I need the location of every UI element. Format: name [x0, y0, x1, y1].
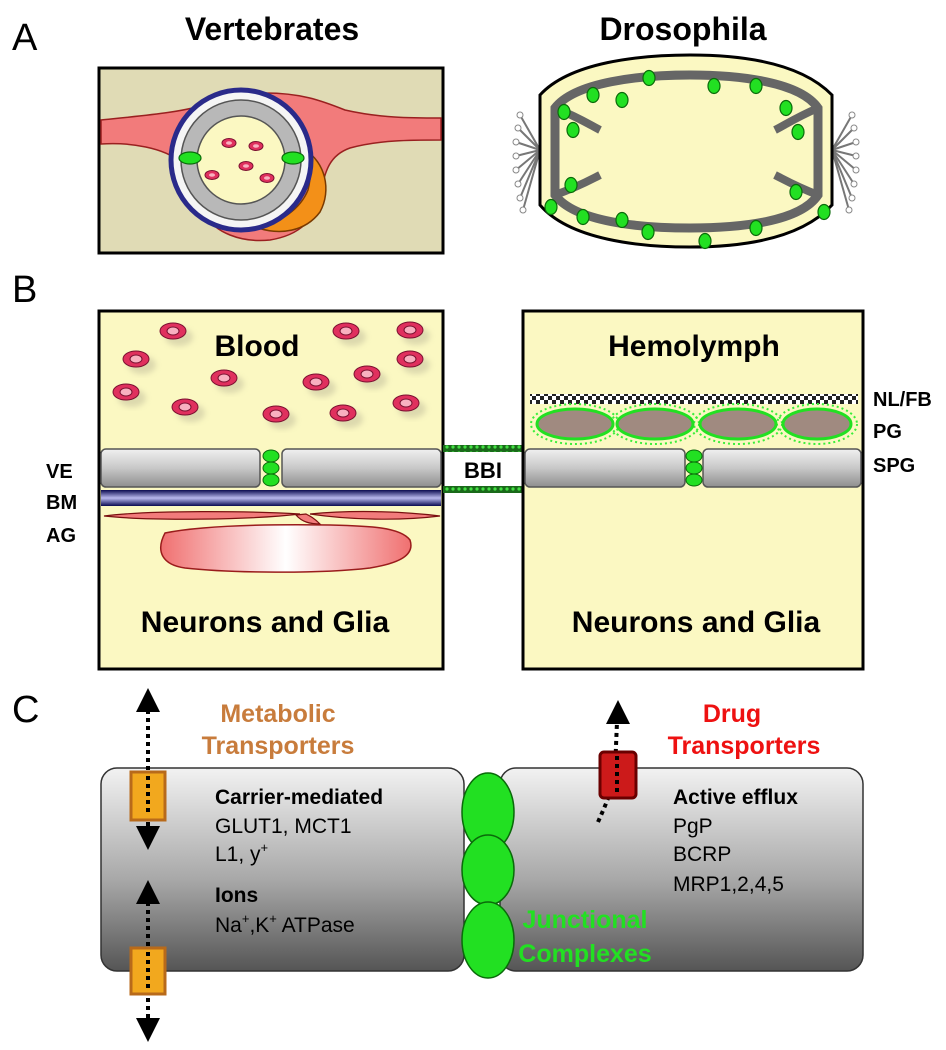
drosophila-cns-diagram	[512, 53, 860, 250]
left-neurons-glia-label: Neurons and Glia	[141, 606, 390, 639]
arrow-down-icon	[136, 1018, 160, 1042]
metabolic-title-line1: Metabolic	[220, 700, 335, 728]
junctional-label-line2: Complexes	[518, 940, 651, 968]
vertebrate-capillary-diagram	[97, 66, 445, 255]
panel-a-letter: A	[12, 17, 38, 59]
metabolic-transporter-lower	[129, 880, 167, 1042]
septate-junctions	[544, 69, 831, 250]
nerve-roots-left	[515, 114, 541, 211]
nerve-roots-right	[831, 114, 857, 211]
pg-label: PG	[873, 421, 902, 443]
tight-junction-right	[281, 151, 305, 165]
arrow-up-icon	[606, 700, 630, 724]
vertebrate-bbb-schematic: Blood Neurons and Glia	[97, 309, 445, 671]
carrier-item-1: GLUT1, MCT1	[215, 815, 352, 838]
arrow-up-icon	[136, 688, 160, 712]
carrier-item-2: L1, y+	[215, 840, 268, 866]
bbi-label: BBI	[464, 458, 502, 483]
perineurial-glia	[530, 403, 858, 445]
nlfb-label: NL/FB	[873, 389, 932, 411]
nerve-root-ends	[512, 111, 860, 214]
drug-efflux-transporter	[596, 700, 638, 823]
efflux-item-pgp: PgP	[673, 815, 713, 838]
ag-label: AG	[46, 525, 76, 547]
subperineurial-cell-right	[702, 448, 862, 488]
efflux-item-bcrp: BCRP	[673, 843, 731, 866]
carrier-mediated-heading: Carrier-mediated	[215, 786, 383, 809]
panel-b-letter: B	[12, 269, 37, 311]
bm-label: BM	[46, 492, 77, 514]
hemolymph-label: Hemolymph	[608, 330, 780, 363]
panel-c-letter: C	[12, 689, 39, 731]
ve-label: VE	[46, 461, 73, 483]
tight-junction-left	[178, 151, 202, 165]
drosophila-bbb-schematic: Hemolymph Neurons and Glia	[521, 309, 865, 671]
blood-label: Blood	[215, 330, 300, 363]
endothelial-tight-junction	[262, 449, 280, 487]
basement-membrane	[101, 490, 441, 506]
septate-junction-stack	[685, 449, 703, 487]
astrocyte-body	[160, 524, 412, 573]
subperineurial-cell-left	[524, 448, 686, 488]
spg-label: SPG	[873, 455, 915, 477]
lumen-red-blood-cells	[204, 138, 275, 183]
junctional-complexes	[461, 772, 515, 979]
endothelial-cell-left	[100, 448, 261, 488]
active-efflux-heading: Active efflux	[673, 786, 798, 809]
arrow-up-icon	[136, 880, 160, 904]
endothelial-cell-right	[281, 448, 442, 488]
metabolic-transporter-upper	[129, 688, 167, 850]
capillary-lumen	[196, 115, 286, 205]
drosophila-title: Drosophila	[599, 11, 766, 47]
ions-text: Na+,K+ ATPase	[215, 911, 355, 937]
arrow-down-icon	[136, 826, 160, 850]
metabolic-title-line2: Transporters	[202, 732, 355, 760]
neural-lamella	[538, 53, 834, 249]
bbi-bridge: BBI	[443, 445, 523, 493]
neural-lamella-layer	[530, 394, 858, 404]
ions-heading: Ions	[215, 884, 258, 907]
drug-title-line2: Transporters	[668, 732, 821, 760]
drug-title-line1: Drug	[703, 700, 761, 728]
vertebrates-title: Vertebrates	[185, 11, 359, 47]
junctional-label-line1: Junctional	[522, 906, 647, 934]
efflux-item-mrp: MRP1,2,4,5	[673, 873, 784, 896]
right-neurons-glia-label: Neurons and Glia	[572, 606, 821, 639]
astrocyte-endfoot-right	[309, 510, 441, 520]
